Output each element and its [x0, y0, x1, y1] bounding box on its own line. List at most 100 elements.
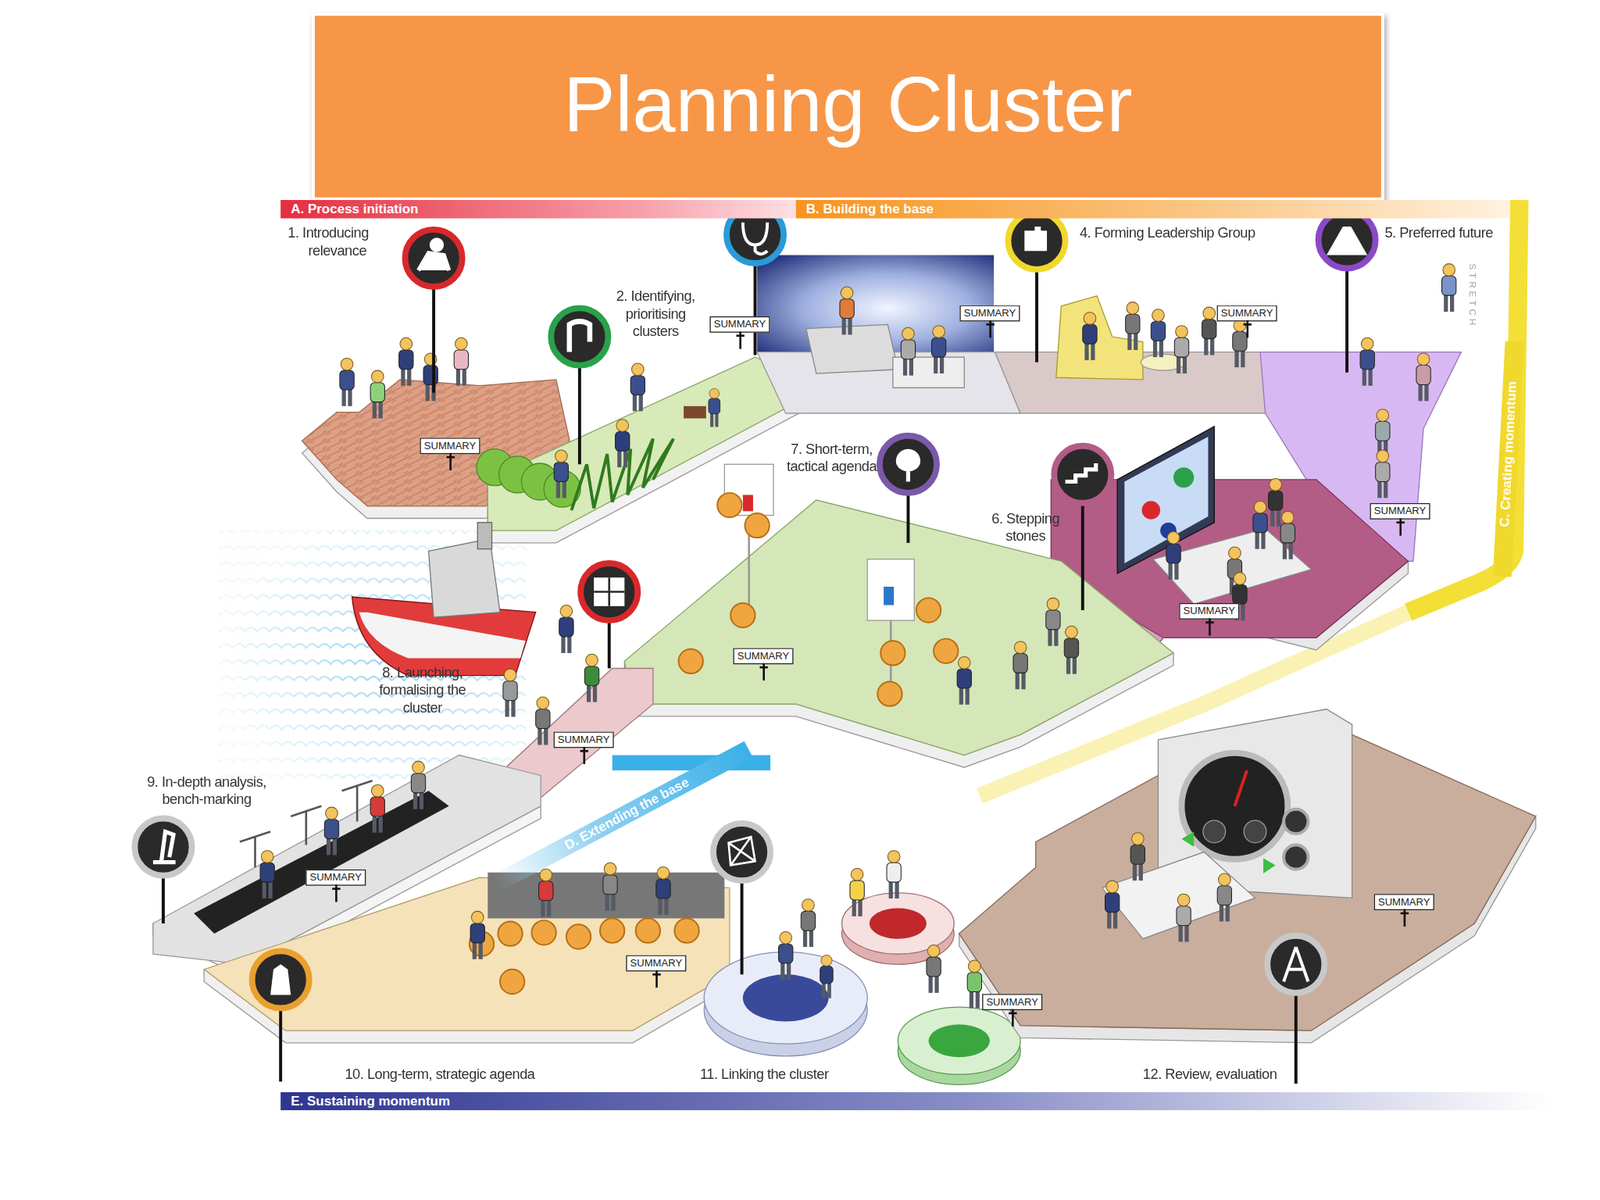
icon-disc — [1053, 446, 1111, 504]
icon-pole — [1294, 994, 1298, 1084]
icon-pole — [1035, 271, 1039, 362]
balls — [469, 492, 959, 994]
icon-glyph — [270, 964, 291, 995]
person — [957, 656, 972, 704]
people — [260, 264, 1457, 1009]
boat — [352, 522, 536, 676]
disc-center — [928, 1024, 990, 1058]
summary-sign: SUMMARY — [305, 869, 366, 886]
platform-top — [487, 357, 801, 531]
icon-disc — [405, 229, 463, 287]
person — [553, 450, 568, 498]
person — [1217, 873, 1232, 922]
platform-12 — [959, 709, 1536, 1043]
person — [1375, 450, 1390, 498]
person — [370, 784, 385, 833]
person — [1280, 510, 1295, 559]
ball — [531, 920, 556, 945]
ball — [877, 681, 902, 706]
icon-glyph — [1326, 226, 1368, 256]
person — [900, 327, 915, 375]
step-label: 5. Preferred future — [1384, 224, 1493, 242]
summary-sign: SUMMARY — [1374, 893, 1435, 911]
dial — [1181, 753, 1288, 860]
person — [886, 850, 901, 899]
step-icon — [1007, 212, 1065, 363]
icon-pole — [753, 265, 758, 356]
person — [324, 807, 339, 855]
screen-dot — [1173, 467, 1194, 488]
ball — [600, 918, 625, 943]
icon-glyph — [153, 831, 176, 862]
sofa — [1056, 296, 1143, 380]
step-icon — [1053, 446, 1111, 611]
ball — [678, 649, 704, 674]
person — [423, 353, 438, 401]
summary-text: SUMMARY — [737, 650, 790, 661]
icon-disc — [550, 307, 608, 365]
person — [1232, 319, 1247, 368]
person — [1442, 264, 1457, 312]
ball — [497, 921, 522, 946]
disc — [897, 1007, 1021, 1075]
person — [708, 388, 721, 427]
icon-pole — [906, 494, 910, 543]
summary-sign: SUMMARY — [1370, 503, 1431, 520]
title: Planning Cluster — [313, 59, 1383, 152]
step-label: 11. Linking the cluster — [700, 1065, 829, 1083]
person — [1013, 641, 1028, 690]
icon-disc — [1318, 210, 1376, 268]
icon-pole — [432, 289, 436, 393]
person — [1064, 625, 1079, 674]
person — [1082, 312, 1097, 361]
side-label: STRETCH — [1466, 244, 1479, 347]
summary-text: SUMMARY — [1378, 896, 1431, 908]
phase-band: B. Building the base — [796, 200, 1511, 219]
person — [370, 370, 385, 418]
icon-glyph — [418, 239, 450, 271]
person — [967, 960, 982, 1008]
platform-7 — [624, 464, 1174, 768]
step-label: 6. Stepping stones — [981, 510, 1069, 545]
disc — [703, 952, 868, 1045]
chimney — [477, 522, 492, 550]
step-label: 4. Forming Leadership Group — [1079, 224, 1256, 242]
summary-text: SUMMARY — [309, 871, 362, 883]
icon-glyph — [742, 222, 768, 254]
person — [539, 868, 554, 917]
icon-disc — [252, 950, 310, 1008]
ball — [880, 640, 905, 665]
person — [603, 862, 618, 911]
icon-disc — [879, 435, 937, 493]
step-icon — [1318, 210, 1376, 372]
person — [1268, 478, 1283, 527]
icon-disc — [134, 818, 192, 876]
needle — [1234, 770, 1247, 807]
ball — [500, 969, 525, 994]
icon-glyph — [1283, 946, 1308, 982]
platform-top — [624, 500, 1174, 756]
step-label: 8. Launching, formalising the cluster — [375, 664, 470, 717]
summary-text: SUMMARY — [1182, 605, 1236, 617]
person — [926, 944, 941, 993]
platform-10 — [203, 872, 730, 1043]
summary-text: SUMMARY — [1374, 505, 1427, 517]
person — [800, 899, 815, 947]
step-icon — [1267, 935, 1325, 1084]
icon-pole — [1345, 270, 1349, 373]
person — [1105, 880, 1120, 929]
icon-glyph — [897, 450, 918, 482]
icon-pole — [578, 367, 582, 465]
platform-2 — [476, 357, 801, 543]
band-title: A. Process initiation — [290, 200, 418, 217]
summary-sign: SUMMARY — [553, 731, 615, 748]
step-icon — [879, 435, 937, 543]
band-title: D. Extending the base — [561, 774, 692, 854]
step-label: 2. Identifying, prioritising clusters — [602, 287, 710, 340]
icon-disc — [1007, 212, 1065, 270]
backboard-mark — [883, 586, 894, 606]
title-box — [313, 14, 1383, 199]
cabin — [428, 539, 500, 618]
